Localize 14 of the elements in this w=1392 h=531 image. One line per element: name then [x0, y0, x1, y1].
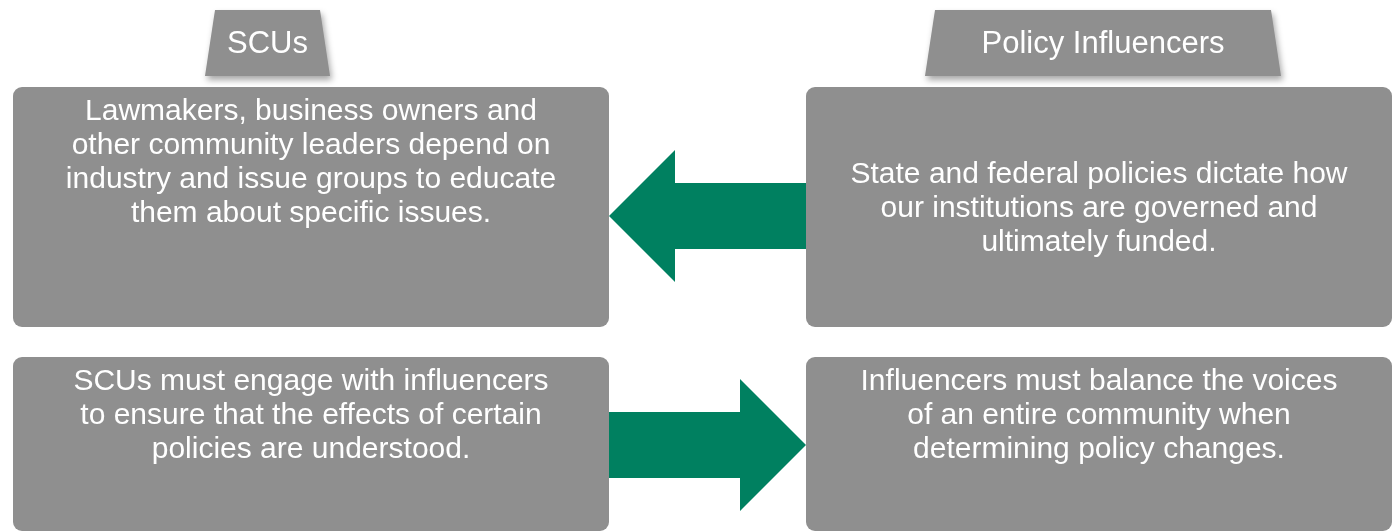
- text-card: [13, 87, 609, 327]
- block-arrow: [609, 150, 806, 282]
- tab-title: SCUs: [227, 25, 308, 61]
- text-card: [13, 357, 609, 531]
- text-card: [806, 87, 1392, 327]
- header-tab: [205, 10, 330, 76]
- card-text: State and federal policies dictate how our institutions are governed and ultimately funded.: [849, 156, 1349, 258]
- header-tab: [925, 10, 1281, 76]
- card-text: SCUs must engage with influencers to ensure that the effects of certain policies are understood.: [73, 363, 549, 465]
- block-arrow: [609, 379, 806, 511]
- card-text: Lawmakers, business owners and other community leaders depend on industry and issue groups to educate them about specific issues.: [64, 93, 558, 229]
- card-text: Influencers must balance the voices of an entire community when determining policy changes.: [859, 363, 1339, 465]
- text-card: [806, 357, 1392, 531]
- tab-title: Policy Influencers: [981, 25, 1225, 61]
